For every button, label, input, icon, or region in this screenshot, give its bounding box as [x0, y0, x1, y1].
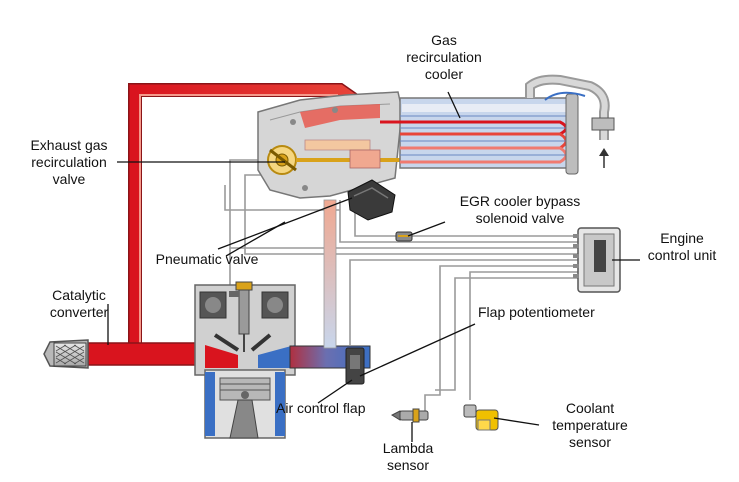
- label-line: recirculation: [31, 154, 107, 170]
- bypass-solenoid-valve: [395, 231, 413, 242]
- label-line: Pneumatic valve: [155, 251, 259, 267]
- label-flap-potentiometer: Flap potentiometer: [478, 304, 618, 321]
- label-line: recirculation: [406, 49, 482, 65]
- label-line: control unit: [647, 247, 717, 263]
- label-air-control-flap: Air control flap: [276, 400, 386, 417]
- engine-block: [194, 281, 296, 439]
- label-line: Lambda: [382, 440, 434, 456]
- leader-lines: [107, 91, 640, 442]
- intake-manifold: [289, 199, 371, 369]
- label-line: Air control flap: [276, 400, 366, 416]
- label-line: Gas: [431, 32, 457, 48]
- label-line: EGR cooler bypass: [459, 193, 581, 209]
- pneumatic-valve-body: [347, 179, 396, 221]
- label-line: Flap potentiometer: [478, 304, 595, 320]
- coolant-sensor-body: [463, 404, 499, 431]
- egr-valve-housing: [257, 91, 403, 199]
- label-gas-recirculation-cooler: Gas recirculation cooler: [384, 32, 504, 83]
- label-egr-cooler-bypass-solenoid-valve: EGR cooler bypass solenoid valve: [440, 193, 600, 227]
- label-line: cooler: [424, 66, 464, 82]
- label-line: Catalytic: [52, 287, 106, 303]
- label-line: solenoid valve: [475, 210, 565, 226]
- label-exhaust-gas-recirculation-valve: Exhaust gas recirculation valve: [14, 137, 124, 188]
- label-pneumatic-valve: Pneumatic valve: [144, 251, 270, 268]
- label-catalytic-converter: Catalytic converter: [34, 287, 124, 321]
- label-line: sensor: [568, 434, 612, 450]
- lambda-sensor-body: [390, 408, 429, 423]
- label-line: Coolant: [565, 400, 615, 416]
- label-line: sensor: [386, 457, 430, 473]
- wiring-harness: [224, 159, 578, 412]
- label-line: temperature: [552, 417, 628, 433]
- label-line: Engine: [660, 230, 704, 246]
- egr-cooler: [380, 74, 615, 175]
- engine-control-unit-box: [573, 227, 621, 293]
- label-engine-control-unit: Engine control unit: [634, 230, 730, 264]
- label-line: Exhaust gas: [30, 137, 108, 153]
- air-control-flap-body: [345, 347, 365, 385]
- label-coolant-temperature-sensor: Coolant temperature sensor: [540, 400, 640, 451]
- label-line: valve: [52, 171, 86, 187]
- label-line: converter: [49, 304, 109, 320]
- label-lambda-sensor: Lambda sensor: [375, 440, 441, 474]
